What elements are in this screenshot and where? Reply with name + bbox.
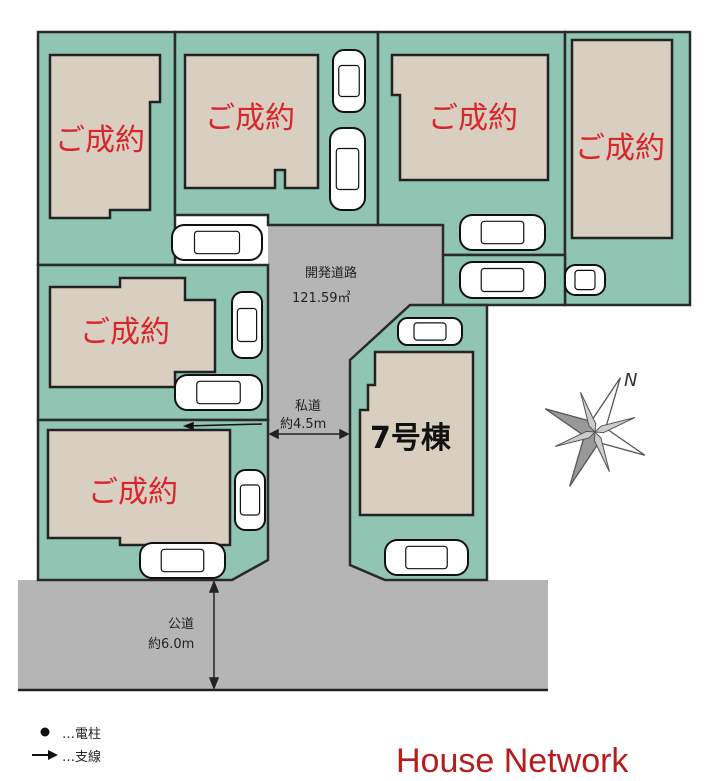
building-7 bbox=[358, 350, 475, 517]
parked-car-icon bbox=[139, 542, 226, 579]
parked-car-icon bbox=[384, 539, 469, 576]
public-road-dimension-arrow bbox=[208, 579, 220, 691]
lot-1-status: ご成約 bbox=[55, 123, 145, 158]
building-6 bbox=[46, 428, 232, 547]
public-road-label: 公道 bbox=[168, 617, 194, 632]
public-road bbox=[18, 580, 548, 690]
building-5 bbox=[48, 276, 217, 389]
parked-car-icon bbox=[231, 291, 263, 359]
parked-car-icon bbox=[459, 214, 546, 251]
parked-car-icon bbox=[234, 469, 266, 531]
lot-5-status: ご成約 bbox=[80, 315, 170, 350]
lot-4-status: ご成約 bbox=[575, 131, 665, 166]
guy-wire-arrow-icon bbox=[32, 750, 58, 760]
guy-wire bbox=[182, 421, 263, 431]
private-road-dimension-arrow bbox=[268, 428, 350, 440]
compass-rose-icon bbox=[544, 377, 646, 487]
public-road-width: 約6.0m bbox=[148, 637, 194, 652]
dev-road-label: 開発道路 bbox=[305, 265, 357, 281]
parked-car-icon bbox=[171, 224, 263, 261]
building-4 bbox=[570, 38, 674, 240]
parked-car-icon bbox=[397, 317, 463, 346]
utility-pole-dot-icon bbox=[40, 727, 50, 737]
lot-7-label: 7号棟 bbox=[370, 421, 452, 456]
private-road-width: 約4.5m bbox=[280, 417, 326, 432]
legend-guy-wire: …支線 bbox=[62, 749, 101, 765]
development-road bbox=[232, 225, 443, 580]
brand-logo: House Network bbox=[396, 742, 629, 780]
building-2 bbox=[183, 53, 320, 190]
building-1 bbox=[48, 53, 162, 220]
legend-utility-pole: …電柱 bbox=[62, 727, 101, 742]
dev-road-area: 121.59㎡ bbox=[292, 291, 351, 306]
lot-6-status: ご成約 bbox=[88, 475, 178, 510]
compass-north-label: N bbox=[624, 370, 637, 391]
parked-car-icon bbox=[332, 49, 366, 113]
parked-car-icon bbox=[329, 127, 366, 211]
building-3 bbox=[390, 53, 550, 182]
lot-3-status: ご成約 bbox=[428, 101, 518, 136]
private-road-label: 私道 bbox=[295, 399, 321, 414]
parked-car-icon bbox=[459, 261, 546, 299]
lot-2-status: ご成約 bbox=[205, 101, 295, 136]
parked-car-icon bbox=[174, 374, 263, 411]
parked-car-icon bbox=[564, 264, 606, 296]
